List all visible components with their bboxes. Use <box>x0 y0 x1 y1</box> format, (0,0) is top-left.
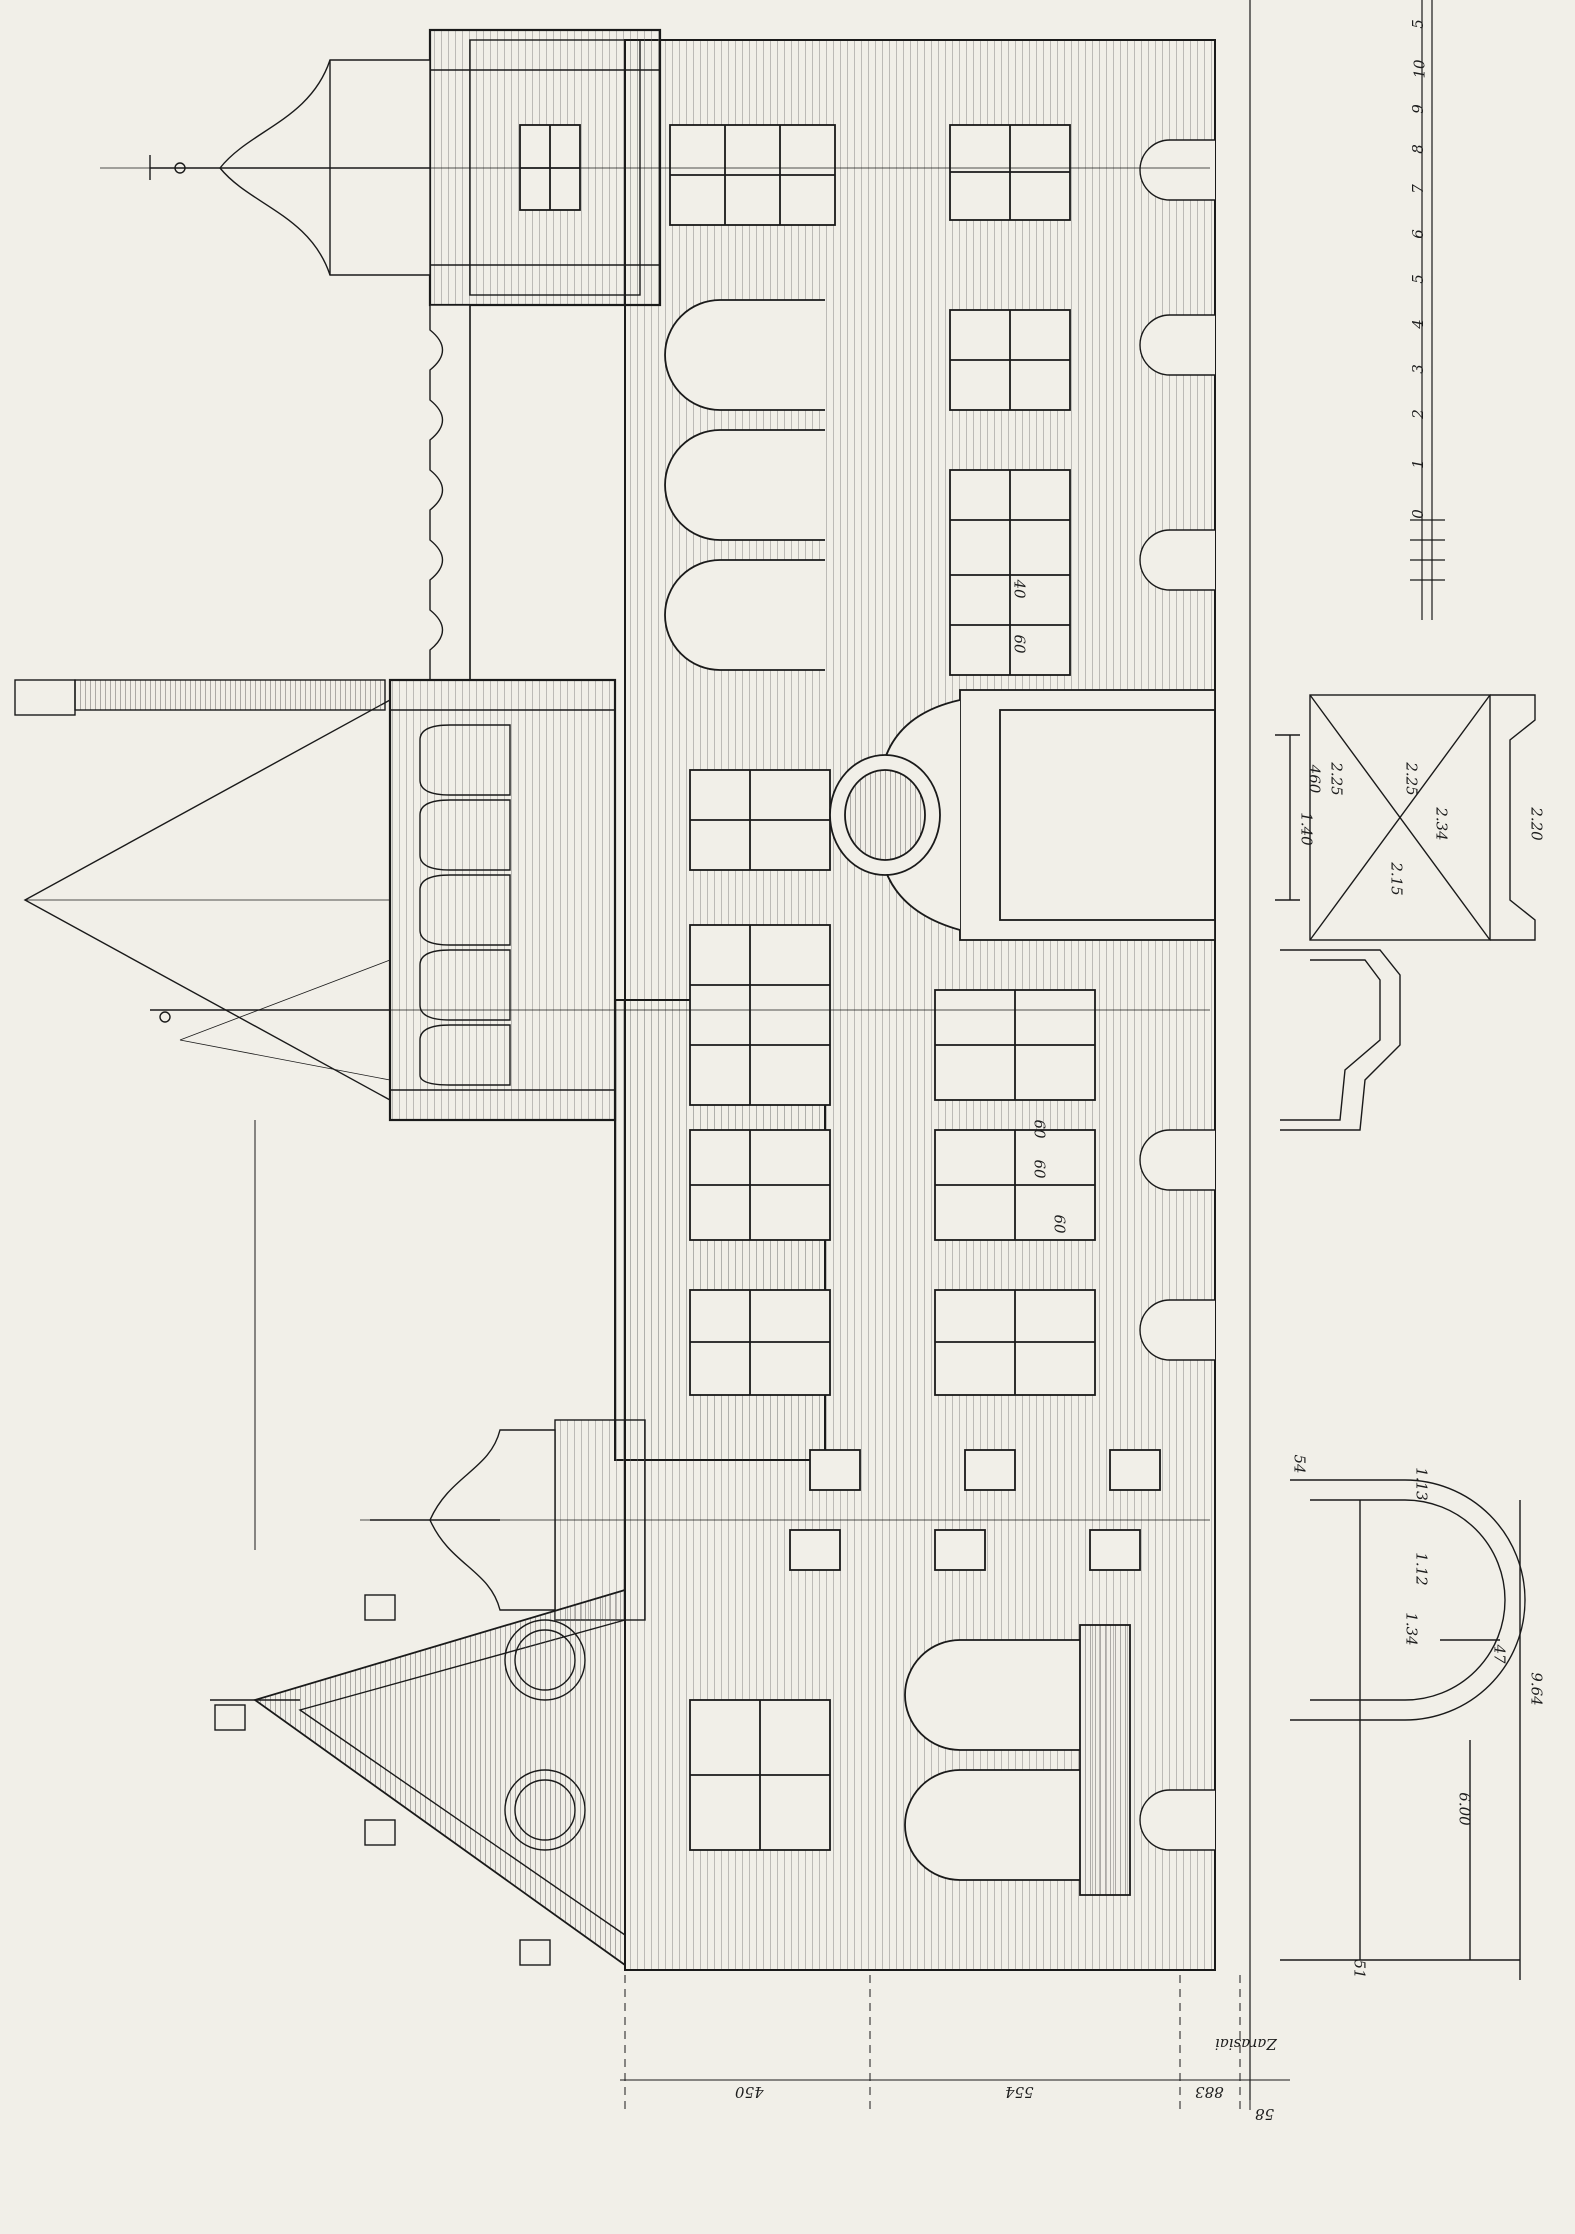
dimension-bottom-4: 58 <box>1255 2105 1275 2123</box>
scale-label-3: 8 <box>1408 144 1427 154</box>
window-note-1: 60 <box>1010 634 1029 654</box>
scale-label-1: 10 <box>1410 59 1429 79</box>
window-note-2: 40 <box>1010 579 1029 599</box>
windows <box>519 124 1161 1851</box>
plan-detail <box>1275 694 1536 1131</box>
scale-label-2: 9 <box>1408 104 1427 114</box>
main-portal <box>829 689 1216 941</box>
chimney <box>14 679 76 716</box>
scale-label-8: 3 <box>1408 364 1427 374</box>
window-note-4: 60 <box>1030 1159 1049 1179</box>
scale-label-0: 5 <box>1408 19 1427 29</box>
scale-label-9: 2 <box>1408 409 1427 419</box>
arch-dim-8: 51 <box>1350 1959 1369 1979</box>
arch-dim-2: 1.13 <box>1412 1467 1431 1501</box>
upper-arcade-arches <box>664 299 825 671</box>
arch-dim-1: 54 <box>1290 1454 1309 1474</box>
arcade-arches <box>904 1624 1131 1896</box>
bottom-dimension-line <box>620 1975 1290 2110</box>
plan-dim-2: 2.25 <box>1327 762 1346 796</box>
plan-dim-3: 2.25 <box>1402 762 1421 796</box>
arch-dim-5: 47 <box>1490 1644 1509 1664</box>
plan-dim-4: 2.15 <box>1387 862 1406 896</box>
scale-label-11: 0 <box>1408 509 1427 519</box>
crenellated-wall <box>429 304 471 681</box>
dimension-bottom-2: 554 <box>1005 2083 1034 2101</box>
oriels <box>1139 139 1215 1851</box>
scale-label-6: 5 <box>1408 274 1427 284</box>
dimension-bottom-1: 450 <box>735 2083 764 2101</box>
plan-dim-7: 1.40 <box>1297 812 1316 846</box>
loggia-tower <box>388 678 617 1122</box>
arch-dim-4: 1.34 <box>1402 1612 1421 1646</box>
arch-dim-7: 6.00 <box>1455 1792 1474 1826</box>
signature: Zarasiai <box>1215 2035 1277 2053</box>
scale-label-4: 7 <box>1408 184 1427 194</box>
plan-dim-6: 2.20 <box>1527 807 1546 841</box>
window-note-5: 60 <box>1050 1214 1069 1234</box>
arch-dim-3: 1.12 <box>1412 1552 1431 1586</box>
scale-label-5: 6 <box>1408 229 1427 239</box>
scale-bar <box>1410 0 1445 620</box>
construction-lines <box>100 0 1251 2100</box>
loggia-arches <box>419 724 511 1086</box>
scale-label-7: 4 <box>1408 319 1427 329</box>
plan-dim-1: 460 <box>1305 764 1324 794</box>
window-note-3: 60 <box>1030 1119 1049 1139</box>
ornamental-roundels <box>504 1619 586 1851</box>
scale-label-10: 1 <box>1408 459 1427 469</box>
arch-detail <box>1280 1479 1526 1980</box>
arch-dim-6: 9.64 <box>1527 1672 1546 1706</box>
plan-dim-5: 2.34 <box>1432 807 1451 841</box>
gable-pinnacles <box>214 1594 551 1966</box>
dimension-bottom-3: 883 <box>1195 2083 1224 2101</box>
